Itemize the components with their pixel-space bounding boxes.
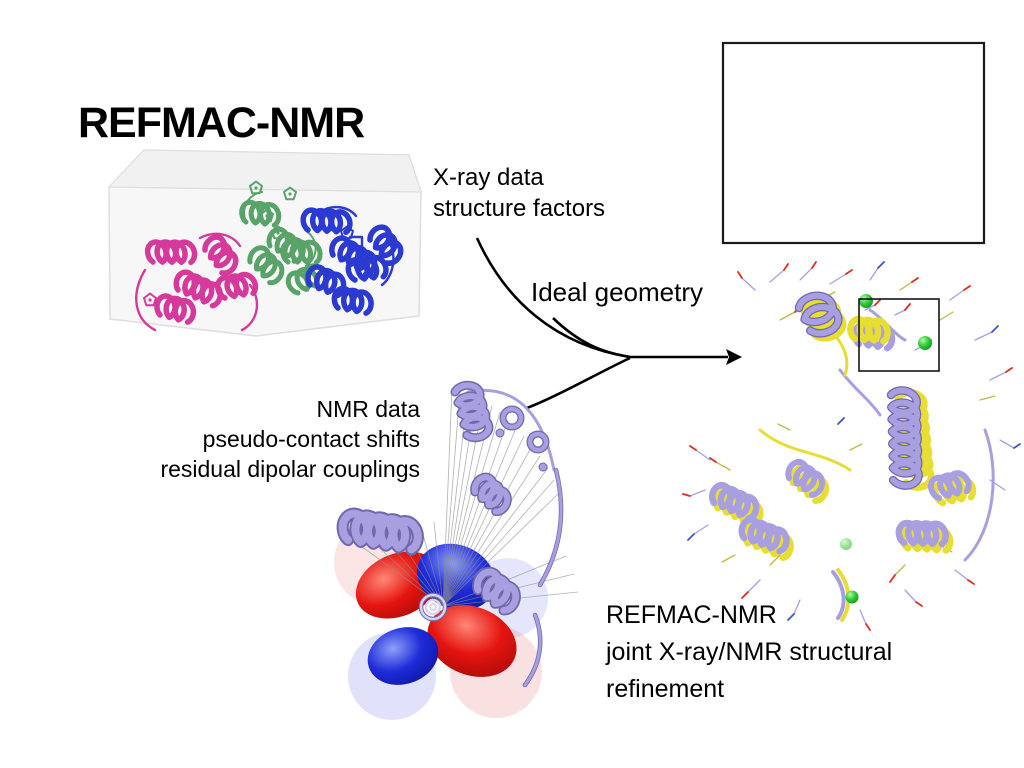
- crystal-lattice-figure: [107, 149, 422, 337]
- result-line1: REFMAC-NMR: [606, 601, 777, 629]
- result-line2: joint X-ray/NMR structural: [606, 638, 893, 666]
- nmr-data-line1: NMR data: [316, 396, 420, 422]
- convergence-arrows: [475, 237, 742, 410]
- result-label: REFMAC-NMR joint X-ray/NMR structural re…: [606, 597, 892, 708]
- ideal-geometry-label: Ideal geometry: [531, 277, 703, 307]
- result-line3: refinement: [606, 675, 725, 703]
- tensor-center-spiral: [418, 592, 448, 622]
- geometry-input-curve: [552, 317, 631, 359]
- zoom-region-outline: [858, 298, 940, 372]
- metal-ion-sphere: [845, 590, 859, 604]
- nmr-data-line2: pseudo-contact shifts: [202, 426, 420, 452]
- refined-structure-figure: [682, 261, 1021, 631]
- xray-data-line1: X-ray data: [433, 164, 544, 191]
- merge-arrow-head: [726, 349, 742, 365]
- slide-title: REFMAC-NMR: [78, 98, 365, 147]
- nmr-data-label: NMR data pseudo-contact shifts residual …: [120, 394, 420, 484]
- nmr-input-curve: [526, 356, 631, 410]
- nmr-data-line3: residual dipolar couplings: [160, 456, 420, 482]
- nmr-structure-figure: [334, 384, 579, 720]
- blue-molecule: [301, 201, 408, 317]
- metal-ion-sphere: [840, 538, 852, 550]
- xray-data-label: X-ray data structure factors: [433, 162, 605, 224]
- metal-ion-sphere: [859, 294, 873, 308]
- xray-data-line2: structure factors: [433, 195, 606, 222]
- metal-ion-sphere: [918, 336, 932, 350]
- magenta-molecule: [135, 231, 259, 332]
- stick-closeup-figure: [721, 41, 986, 245]
- nmr-protein-ribbons: [340, 384, 564, 688]
